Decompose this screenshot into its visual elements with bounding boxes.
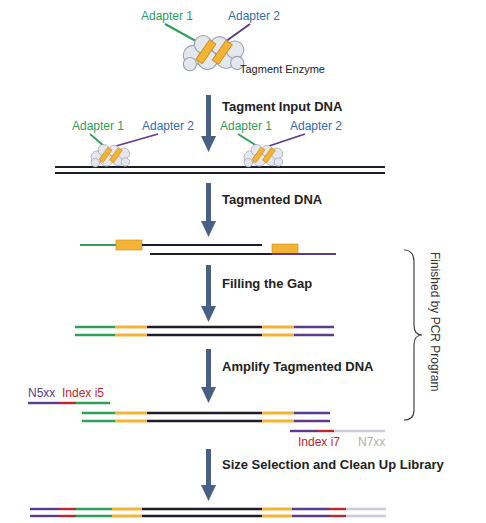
tagment-enzyme [91, 145, 130, 167]
step-arrow [201, 306, 216, 322]
adapter-line [269, 134, 305, 146]
adapter-label: Adapter 2 [228, 10, 280, 23]
step-arrow [206, 95, 211, 138]
double-strand [75, 327, 334, 335]
step-arrow [201, 221, 216, 237]
adapter-label: Adapter 2 [290, 120, 342, 133]
step-label: Tagment Input DNA [222, 100, 342, 114]
bracket [404, 250, 422, 420]
adapter-segment [272, 253, 336, 255]
step-label: Size Selection and Clean Up Library [222, 458, 444, 472]
adapter-line [90, 134, 104, 146]
step-arrow [201, 136, 216, 152]
step-label: Filling the Gap [222, 277, 312, 291]
primer-label: N7xx [358, 436, 385, 449]
mosaic-end [272, 244, 298, 254]
primer [28, 402, 110, 404]
index-label: Index i5 [62, 387, 104, 400]
dna-strand [55, 166, 385, 168]
library-strand [30, 509, 386, 516]
adapter-segment [80, 244, 116, 246]
dna-strand [55, 172, 385, 174]
primer-label: N5xx [28, 387, 55, 400]
step-arrow [206, 183, 211, 223]
adapter-label: Adapter 2 [142, 120, 194, 133]
step-arrow [201, 485, 216, 501]
mosaic-end [116, 240, 142, 250]
index-label: Index i7 [298, 436, 340, 449]
adapter-line [116, 134, 158, 146]
double-strand [82, 413, 330, 421]
adapter-label: Adapter 1 [72, 120, 124, 133]
step-label: Tagmented DNA [222, 193, 322, 207]
step-arrow [206, 349, 211, 389]
primer [290, 430, 385, 432]
adapter-label: Adapter 1 [141, 10, 193, 23]
step-label: Amplify Tagmented DNA [222, 360, 373, 374]
adapter-line [238, 134, 257, 146]
step-arrow [201, 387, 216, 403]
bracket-label: Finished by PCR Program [428, 252, 441, 391]
dna-strand [150, 253, 272, 255]
tagment-enzyme [183, 36, 244, 71]
step-arrow [206, 449, 211, 487]
step-arrow [206, 265, 211, 308]
enzyme-label: Tagment Enzyme [240, 63, 325, 75]
tagment-enzyme [244, 145, 283, 167]
adapter-label: Adapter 1 [220, 120, 272, 133]
dna-strand [142, 244, 262, 246]
